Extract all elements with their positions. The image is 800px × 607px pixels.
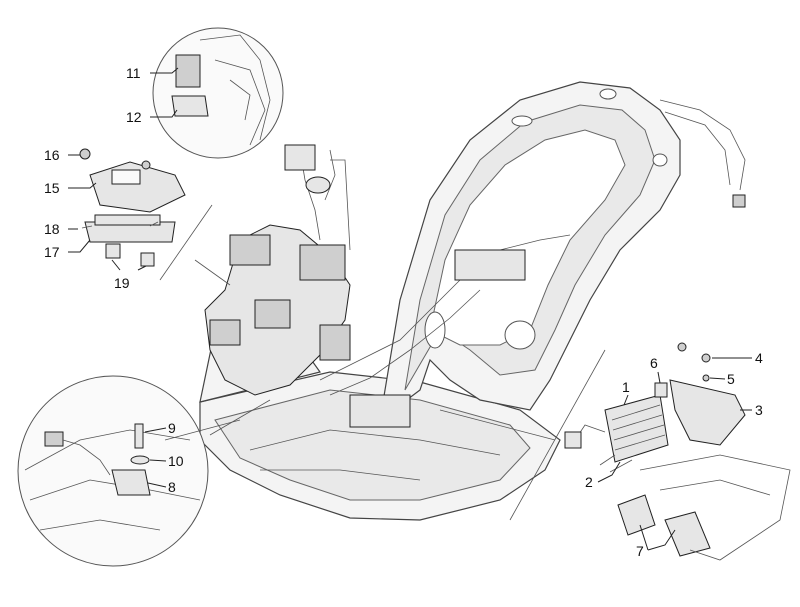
control-unit-group [79,148,186,267]
callout-11: 11 [126,65,141,81]
callout-8: 8 [168,479,176,495]
callout-18: 18 [44,221,60,237]
relay-inset [152,27,284,159]
callout-2: 2 [585,474,593,490]
guide-lines [159,204,606,521]
leader-lines [68,67,752,551]
callout-17: 17 [44,244,60,260]
regulator-group [564,342,791,561]
callout-19: 19 [114,275,130,291]
callout-labels: 11 12 16 15 18 17 19 9 10 8 6 4 5 3 1 2 … [44,65,763,559]
sensor-inset [17,375,209,567]
callout-10: 10 [168,453,184,469]
front-wiring-harness [204,144,351,396]
callout-1: 1 [622,379,630,395]
callout-5: 5 [727,371,735,387]
callout-16: 16 [44,147,60,163]
callout-15: 15 [44,180,60,196]
callout-4: 4 [755,350,763,366]
nut-icon [79,148,91,160]
callout-6: 6 [650,355,658,371]
callout-12: 12 [126,109,142,125]
callout-7: 7 [636,543,644,559]
regulator-icon [604,394,669,463]
callout-9: 9 [168,420,176,436]
callout-3: 3 [755,402,763,418]
